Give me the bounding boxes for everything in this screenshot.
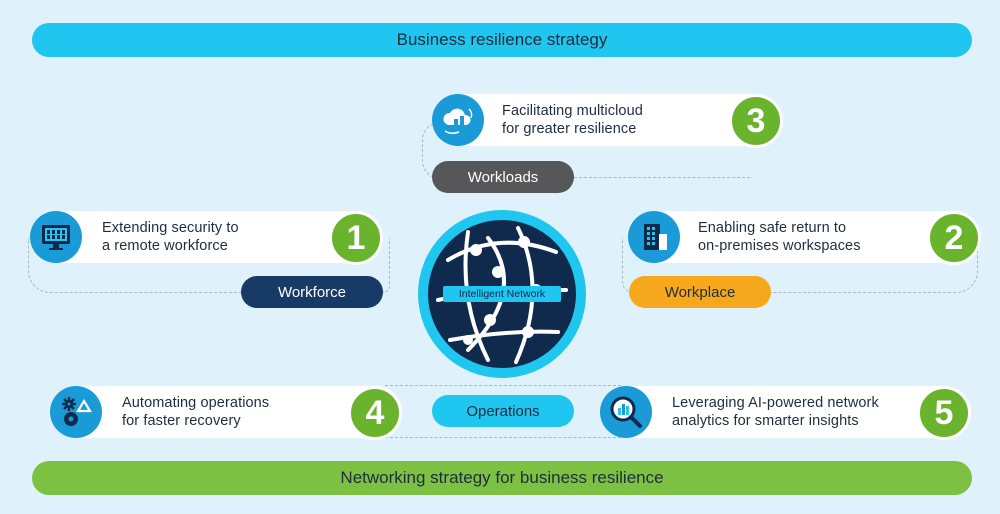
bottom-banner: Networking strategy for business resilie…	[32, 461, 972, 495]
connector-workloads-right	[574, 177, 750, 178]
card-text-line1: Facilitating multicloud	[502, 103, 643, 119]
connector-workforce	[28, 238, 242, 293]
card-text-line2: analytics for smarter insights	[672, 413, 859, 429]
analytics-magnifier-icon	[600, 386, 652, 438]
card-text-line2: for greater resilience	[502, 121, 637, 137]
top-banner: Business resilience strategy	[32, 23, 972, 57]
multicloud-icon	[432, 94, 484, 146]
building-icon	[628, 211, 680, 263]
card-multicloud: Facilitating multicloud for greater resi…	[432, 94, 782, 146]
card-text-line1: Enabling safe return to	[698, 220, 847, 236]
gears-icon	[50, 386, 102, 438]
number-badge-1: 1	[329, 211, 383, 265]
card-return-workspaces: Enabling safe return to on-premises work…	[628, 211, 978, 263]
card-text-line1: Extending security to	[102, 220, 239, 236]
monitor-users-icon	[30, 211, 82, 263]
intelligent-network-label: Intelligent Network	[443, 286, 561, 302]
card-remote-workforce: Extending security to a remote workforce	[30, 211, 382, 263]
connector-workforce-right	[383, 238, 390, 293]
number-badge-3: 3	[729, 94, 783, 148]
pillar-workplace: Workplace	[629, 276, 771, 308]
card-text-line1: Leveraging AI-powered network	[672, 395, 879, 411]
connector-operations-bottom	[385, 437, 621, 438]
card-text-line2: for faster recovery	[122, 413, 241, 429]
connector-workplace-right	[771, 238, 978, 293]
pillar-operations: Operations	[432, 395, 574, 427]
card-text-line2: on-premises workspaces	[698, 238, 861, 254]
card-text-line2: a remote workforce	[102, 238, 228, 254]
number-badge-5: 5	[917, 386, 971, 440]
number-badge-4: 4	[348, 386, 402, 440]
number-badge-2: 2	[927, 211, 981, 265]
card-ai-analytics: Leveraging AI-powered network analytics …	[600, 386, 968, 438]
card-text-line1: Automating operations	[122, 395, 270, 411]
card-automating-operations: Automating operations for faster recover…	[50, 386, 402, 438]
pillar-workloads: Workloads	[432, 161, 574, 193]
connector-operations-top	[385, 385, 621, 386]
pillar-workforce: Workforce	[241, 276, 383, 308]
